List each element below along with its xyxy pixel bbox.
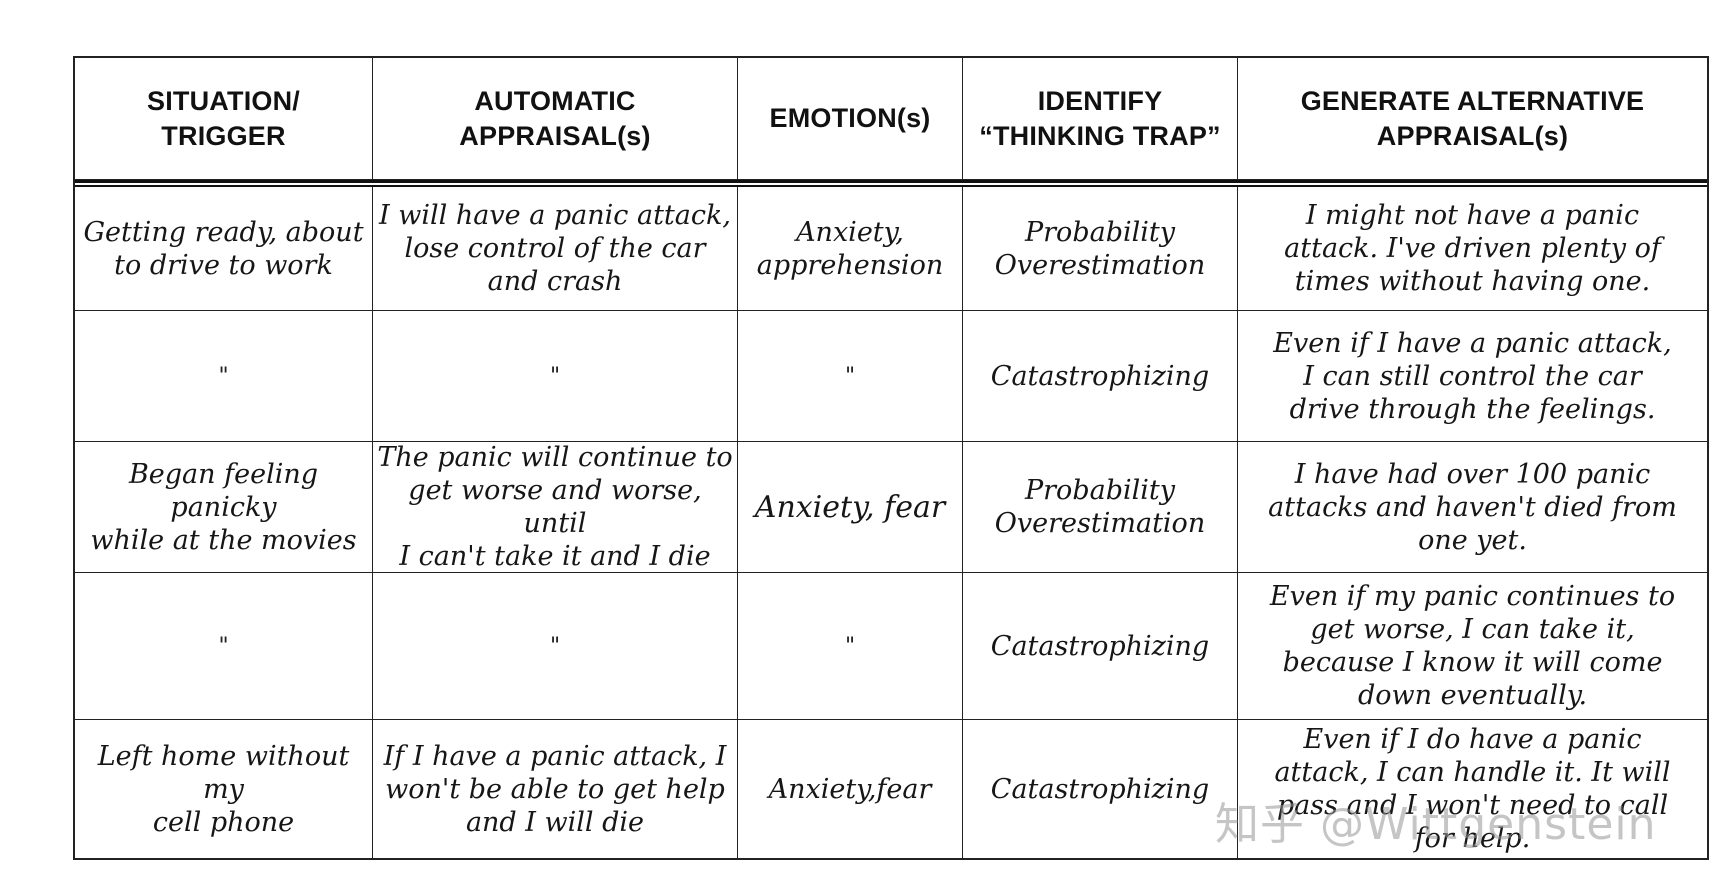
row-3-trap: Probability Overestimation [963,442,1238,573]
row-5-emotion: Anxiety,fear [738,720,963,858]
row-5-appraisal: If I have a panic attack, I won't be abl… [373,720,738,858]
row-1-emotion: Anxiety, apprehension [738,187,963,311]
row-4-emotion-ditto: " [738,573,963,720]
row-2-alternative: Even if I have a panic attack, I can sti… [1238,311,1707,442]
row-4-trap: Catastrophizing [963,573,1238,720]
row-1-situation: Getting ready, about to drive to work [75,187,373,311]
row-1-appraisal: I will have a panic attack, lose control… [373,187,738,311]
header-situation: SITUATION/ TRIGGER [75,58,373,180]
row-1-alternative: I might not have a panic attack. I've dr… [1238,187,1707,311]
header-emotion: EMOTION(s) [738,58,963,180]
row-4-appraisal-ditto: " [373,573,738,720]
row-5-trap: Catastrophizing [963,720,1238,858]
row-1-trap: Probability Overestimation [963,187,1238,311]
row-5-situation: Left home without my cell phone [75,720,373,858]
header-alternative-appraisal: GENERATE ALTERNATIVE APPRAISAL(s) [1238,58,1707,180]
header-thinking-trap: IDENTIFY “THINKING TRAP” [963,58,1238,180]
row-3-emotion: Anxiety, fear [738,442,963,573]
row-3-appraisal: The panic will continue to get worse and… [373,442,738,573]
header-automatic-appraisal: AUTOMATIC APPRAISAL(s) [373,58,738,180]
row-2-appraisal-ditto: " [373,311,738,442]
row-3-situation: Began feeling panicky while at the movie… [75,442,373,573]
row-2-emotion-ditto: " [738,311,963,442]
worksheet-grid: SITUATION/ TRIGGER AUTOMATIC APPRAISAL(s… [75,58,1707,858]
row-2-trap: Catastrophizing [963,311,1238,442]
row-4-alternative: Even if my panic continues to get worse,… [1238,573,1707,720]
thinking-trap-worksheet: SITUATION/ TRIGGER AUTOMATIC APPRAISAL(s… [73,56,1709,860]
row-4-situation-ditto: " [75,573,373,720]
row-5-alternative: Even if I do have a panic attack, I can … [1274,724,1671,854]
row-3-alternative: I have had over 100 panic attacks and ha… [1238,442,1707,573]
header-double-rule [75,180,1707,187]
row-2-situation-ditto: " [75,311,373,442]
